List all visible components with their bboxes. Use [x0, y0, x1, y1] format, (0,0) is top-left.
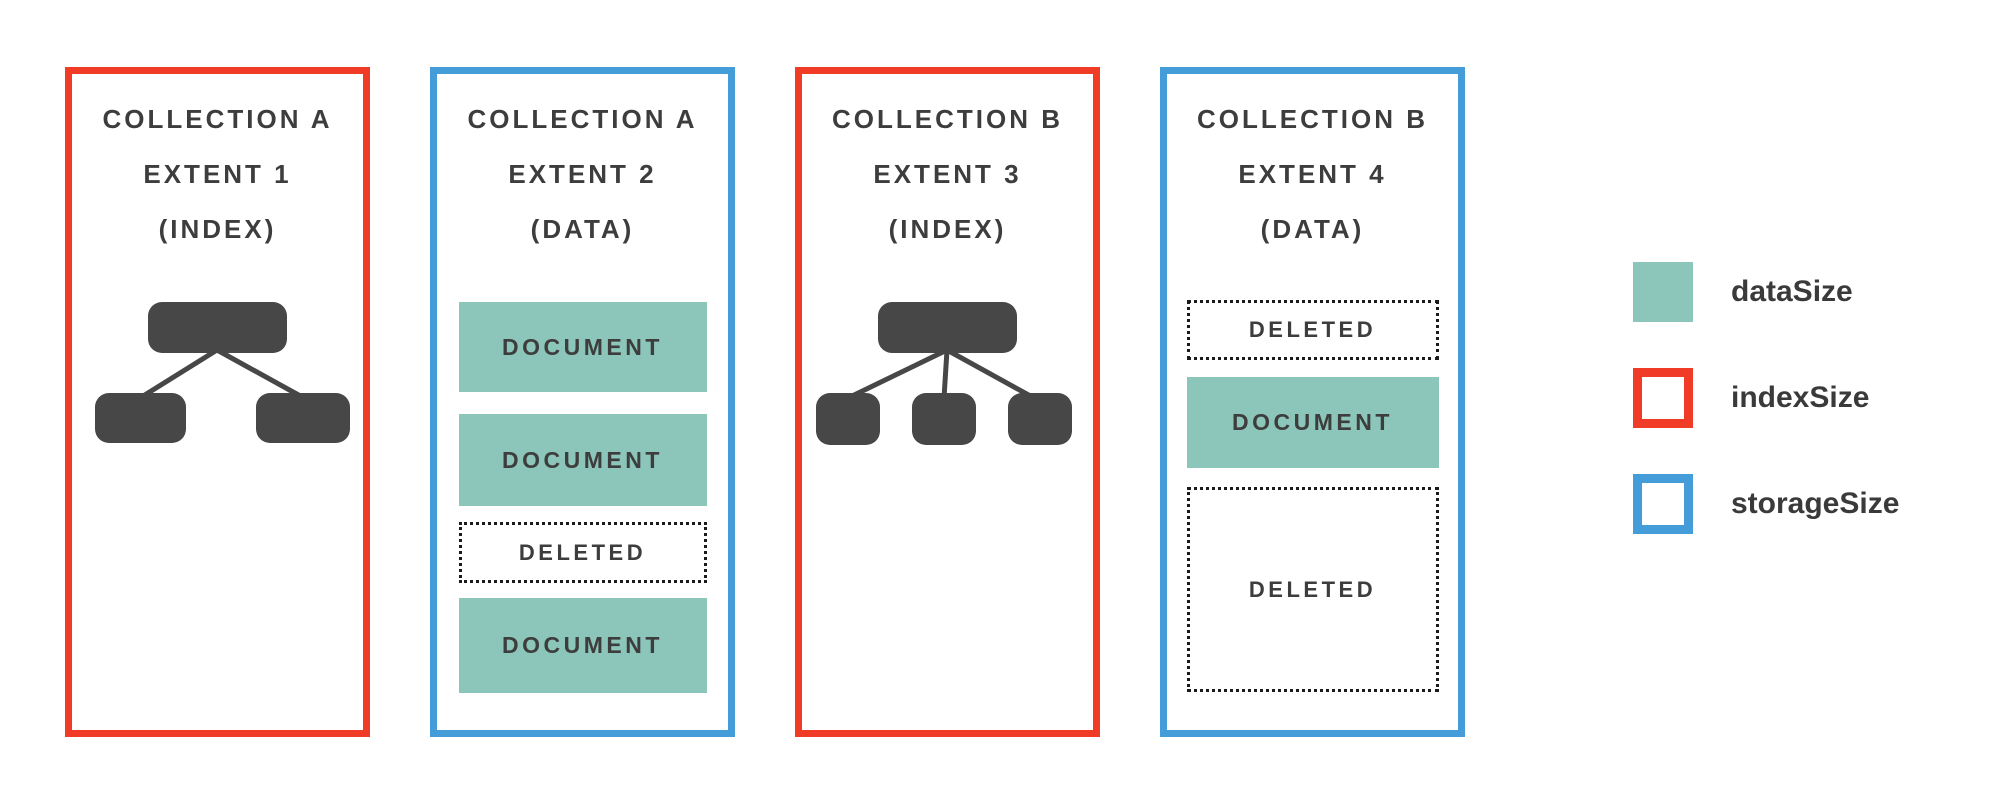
deleted-block: DELETED — [458, 522, 707, 583]
extent-4-title-line-1: COLLECTION B — [1197, 104, 1428, 134]
btree-child-node — [95, 393, 186, 443]
extent-2-title-line-3: (DATA) — [530, 214, 635, 244]
extent-3-title-line-3: (INDEX) — [888, 214, 1007, 244]
extent-box-4: COLLECTION B EXTENT 4 (DATA) DELETED DOC… — [1160, 67, 1465, 737]
extent-4-title: COLLECTION B EXTENT 4 (DATA) — [1167, 92, 1458, 257]
deleted-block: DELETED — [1186, 300, 1439, 360]
deleted-block: DELETED — [1186, 487, 1439, 692]
document-block: DOCUMENT — [458, 414, 707, 506]
extent-2-title-line-2: EXTENT 2 — [508, 159, 657, 189]
legend-label-datasize: dataSize — [1731, 275, 1853, 308]
btree-child-node — [256, 393, 350, 443]
btree-diagram-3-children — [816, 302, 1072, 445]
extent-box-3: COLLECTION B EXTENT 3 (INDEX) — [795, 67, 1100, 737]
btree-root-node — [148, 302, 287, 353]
btree-root-node — [878, 302, 1017, 353]
extent-4-title-line-3: (DATA) — [1260, 214, 1365, 244]
extent-4-title-line-2: EXTENT 4 — [1238, 159, 1387, 189]
extent-3-title: COLLECTION B EXTENT 3 (INDEX) — [802, 92, 1093, 257]
document-block: DOCUMENT — [458, 598, 707, 693]
datasize-swatch-icon — [1633, 262, 1693, 322]
legend-item-indexsize: indexSize — [1633, 368, 1869, 428]
extent-1-title-line-2: EXTENT 1 — [143, 159, 292, 189]
legend-item-storagesize: storageSize — [1633, 474, 1899, 534]
extent-1-title: COLLECTION A EXTENT 1 (INDEX) — [72, 92, 363, 257]
document-block: DOCUMENT — [1186, 377, 1439, 468]
indexsize-swatch-icon — [1633, 368, 1693, 428]
extent-3-title-line-1: COLLECTION B — [832, 104, 1063, 134]
extent-1-title-line-1: COLLECTION A — [102, 104, 333, 134]
btree-diagram-2-children — [95, 302, 350, 443]
btree-child-node — [816, 393, 880, 445]
extent-box-1: COLLECTION A EXTENT 1 (INDEX) — [65, 67, 370, 737]
btree-child-node — [912, 393, 976, 445]
extent-1-title-line-3: (INDEX) — [158, 214, 277, 244]
legend-label-indexsize: indexSize — [1731, 381, 1870, 414]
legend-label-storagesize: storageSize — [1731, 487, 1900, 520]
storagesize-swatch-icon — [1633, 474, 1693, 534]
extent-box-2: COLLECTION A EXTENT 2 (DATA) DOCUMENT DO… — [430, 67, 735, 737]
document-block: DOCUMENT — [458, 302, 707, 392]
extent-2-title-line-1: COLLECTION A — [467, 104, 698, 134]
extent-3-title-line-2: EXTENT 3 — [873, 159, 1022, 189]
extent-2-title: COLLECTION A EXTENT 2 (DATA) — [437, 92, 728, 257]
btree-child-node — [1008, 393, 1072, 445]
legend-item-datasize: dataSize — [1633, 262, 1853, 322]
